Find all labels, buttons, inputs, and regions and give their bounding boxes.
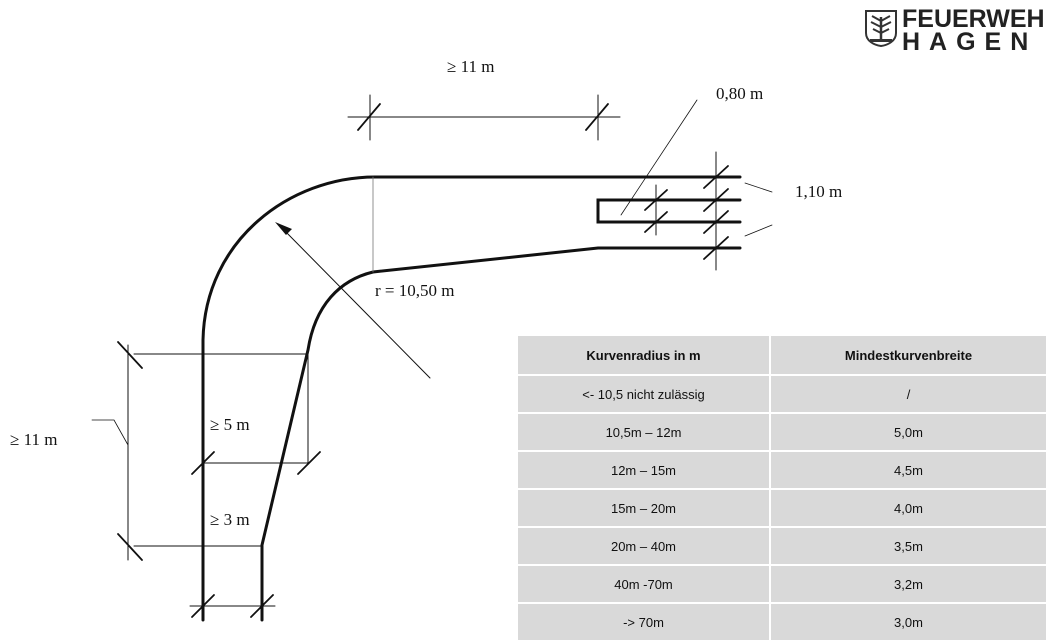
cell-radius: 15m – 20m — [516, 488, 771, 528]
feuerwehr-hagen-logo: FEUERWEHR HAGEN — [864, 5, 1046, 60]
cell-min-width: 3,0m — [769, 602, 1046, 642]
header-radius: Kurvenradius in m — [516, 334, 771, 376]
label-width-outer: ≥ 5 m — [210, 415, 250, 434]
tick — [191, 594, 215, 618]
leader-110-b — [744, 224, 773, 237]
table-row: 15m – 20m 4,0m — [516, 488, 1046, 528]
tick — [644, 189, 668, 211]
header-min-width: Mindestkurvenbreite — [769, 334, 1046, 376]
cell-radius: -> 70m — [516, 602, 771, 642]
table-row: -> 70m 3,0m — [516, 602, 1046, 642]
left-leader — [91, 419, 129, 446]
table-row: 20m – 40m 3,5m — [516, 526, 1046, 566]
tick — [117, 533, 143, 561]
table-row: 12m – 15m 4,5m — [516, 450, 1046, 490]
tick — [191, 451, 215, 475]
cell-min-width: 4,0m — [769, 488, 1046, 528]
tick — [585, 103, 609, 131]
table-row: 10,5m – 12m 5,0m — [516, 412, 1046, 452]
radius-arrowhead — [275, 222, 292, 235]
outer-road-edge — [201, 175, 742, 622]
label-width-inner: ≥ 3 m — [210, 510, 250, 529]
label-spacing: 0,80 m — [716, 84, 763, 103]
cell-radius: 12m – 15m — [516, 450, 771, 490]
cell-min-width: / — [769, 374, 1046, 414]
tick — [357, 103, 381, 131]
table-header-row: Kurvenradius in m Mindestkurvenbreite — [516, 334, 1046, 376]
cell-min-width: 3,5m — [769, 526, 1046, 566]
tick — [703, 210, 729, 234]
cell-radius: <- 10,5 nicht zulässig — [516, 374, 771, 414]
tick — [250, 594, 274, 618]
radius-arrow-line — [281, 227, 431, 379]
cell-radius: 40m -70m — [516, 564, 771, 604]
cell-min-width: 4,5m — [769, 450, 1046, 490]
tick — [703, 188, 729, 212]
cell-min-width: 5,0m — [769, 412, 1046, 452]
label-left-length: ≥ 11 m — [10, 430, 57, 449]
tick — [703, 236, 729, 260]
leader-110-a — [744, 182, 773, 193]
cell-radius: 10,5m – 12m — [516, 412, 771, 452]
table-row: <- 10,5 nicht zulässig / — [516, 374, 1046, 414]
logo-text-hagen: HAGEN — [902, 28, 1038, 56]
cell-min-width: 3,2m — [769, 564, 1046, 604]
label-top-length: ≥ 11 m — [447, 57, 494, 76]
tick — [117, 341, 143, 369]
tick — [703, 165, 729, 189]
logo-text-feuerwehr: FEUERWEHR — [902, 5, 1046, 33]
label-radius: r = 10,50 m — [375, 281, 454, 300]
tick — [644, 211, 668, 233]
cell-radius: 20m – 40m — [516, 526, 771, 566]
label-lane-width: 1,10 m — [795, 182, 842, 201]
tree-seal-icon — [865, 10, 897, 47]
leader-080 — [620, 99, 698, 216]
lane-slot — [596, 198, 742, 224]
tick — [297, 451, 321, 475]
curve-width-table: Kurvenradius in m Mindestkurvenbreite <-… — [516, 334, 1046, 642]
table-row: 40m -70m 3,2m — [516, 564, 1046, 604]
